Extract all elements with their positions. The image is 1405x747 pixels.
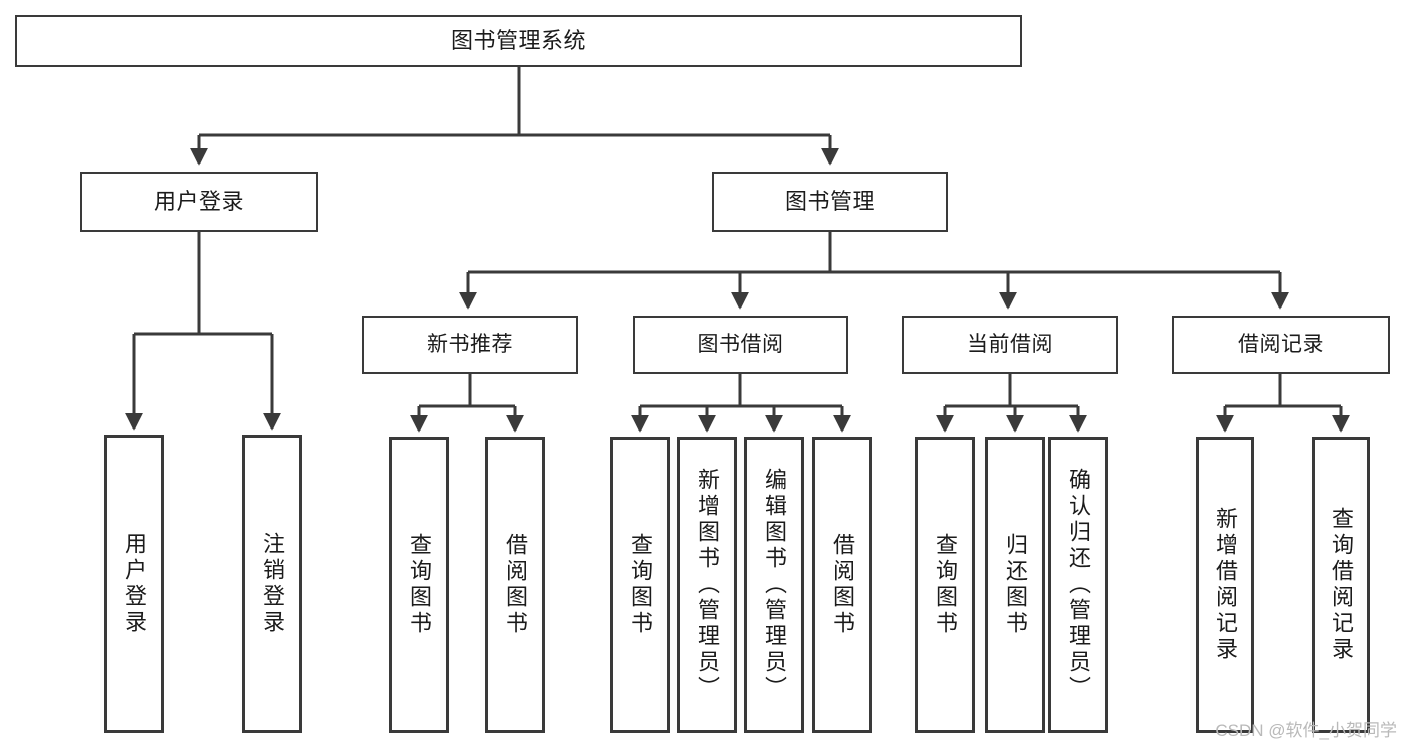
node-root[interactable]: 图书管理系统 <box>15 15 1022 67</box>
node-root-label: 图书管理系统 <box>450 27 586 53</box>
leaf-label: 新增借阅记录 <box>1213 507 1238 663</box>
node-user-login-label: 用户登录 <box>153 188 244 214</box>
leaf-current-borrow-return-book[interactable]: 归还图书 <box>985 437 1045 733</box>
leaf-book-borrow-add-book[interactable]: 新增图书（管理员） <box>677 437 737 733</box>
node-borrow-record-label: 借阅记录 <box>1238 333 1324 357</box>
leaf-label: 借阅图书 <box>503 533 528 637</box>
leaf-new-book-query-book[interactable]: 查询图书 <box>389 437 449 733</box>
leaf-book-borrow-edit-book[interactable]: 编辑图书（管理员） <box>744 437 804 733</box>
node-current-borrow[interactable]: 当前借阅 <box>902 316 1118 374</box>
leaf-label: 注销登录 <box>260 532 285 636</box>
node-borrow-record[interactable]: 借阅记录 <box>1172 316 1390 374</box>
node-book-borrow[interactable]: 图书借阅 <box>633 316 848 374</box>
leaf-new-book-borrow-book[interactable]: 借阅图书 <box>485 437 545 733</box>
leaf-user-login-logout[interactable]: 注销登录 <box>242 435 302 733</box>
leaf-label: 归还图书 <box>1003 533 1028 637</box>
node-user-login[interactable]: 用户登录 <box>80 172 318 232</box>
leaf-label: 确认归还（管理员） <box>1066 468 1091 702</box>
leaf-label: 查询图书 <box>407 533 432 637</box>
node-book-manage-label: 图书管理 <box>784 188 875 214</box>
leaf-book-borrow-query-book[interactable]: 查询图书 <box>610 437 670 733</box>
leaf-label: 查询借阅记录 <box>1329 507 1354 663</box>
leaf-user-login-login[interactable]: 用户登录 <box>104 435 164 733</box>
leaf-current-borrow-query-book[interactable]: 查询图书 <box>915 437 975 733</box>
leaf-label: 查询图书 <box>628 533 653 637</box>
leaf-borrow-record-query-record[interactable]: 查询借阅记录 <box>1312 437 1370 733</box>
node-book-manage[interactable]: 图书管理 <box>712 172 948 232</box>
leaf-label: 查询图书 <box>933 533 958 637</box>
leaf-book-borrow-borrow-book[interactable]: 借阅图书 <box>812 437 872 733</box>
leaf-current-borrow-confirm-return[interactable]: 确认归还（管理员） <box>1048 437 1108 733</box>
leaf-label: 用户登录 <box>122 532 147 636</box>
node-book-borrow-label: 图书借阅 <box>697 333 784 357</box>
node-new-book-recommend-label: 新书推荐 <box>427 333 513 357</box>
leaf-label: 新增图书（管理员） <box>695 468 720 702</box>
node-current-borrow-label: 当前借阅 <box>967 333 1053 357</box>
node-new-book-recommend[interactable]: 新书推荐 <box>362 316 578 374</box>
leaf-label: 借阅图书 <box>830 533 855 637</box>
leaf-borrow-record-add-record[interactable]: 新增借阅记录 <box>1196 437 1254 733</box>
leaf-label: 编辑图书（管理员） <box>762 468 787 702</box>
